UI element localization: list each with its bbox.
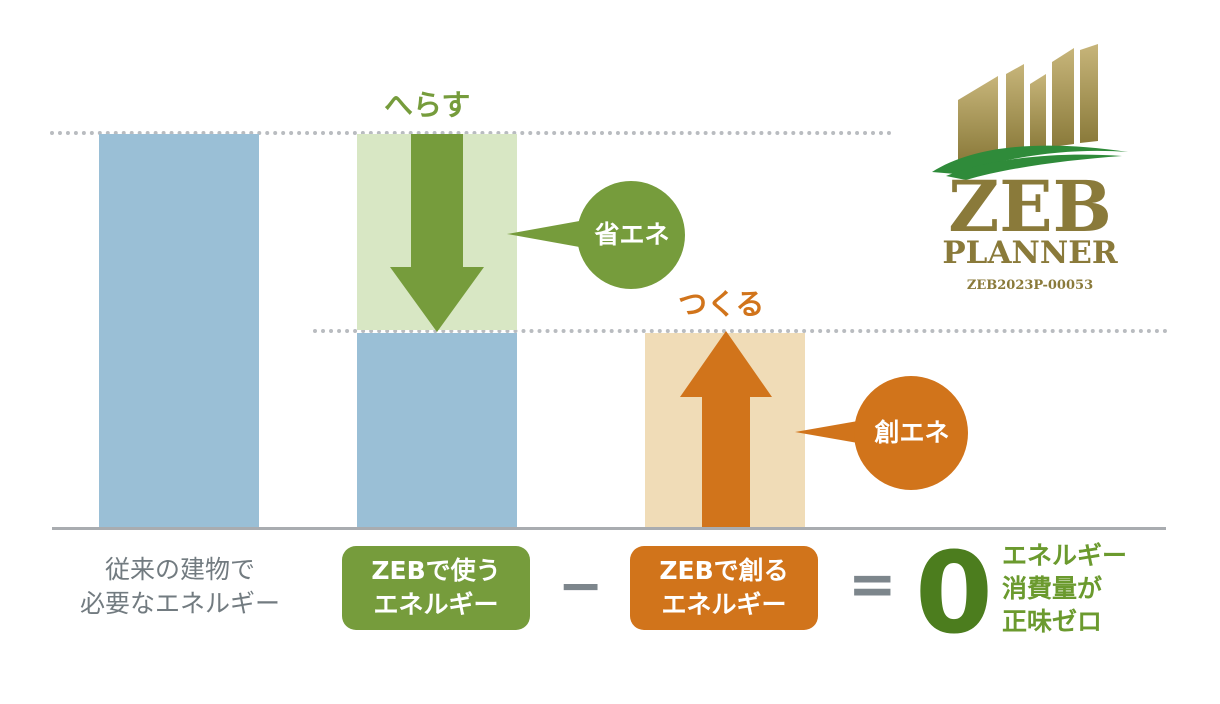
conventional-energy-caption: 従来の建物で 必要なエネルギー bbox=[52, 553, 308, 621]
zeb-planner-logo: ZEB PLANNER ZEB2023P-00053 bbox=[926, 44, 1134, 304]
equals-operator: = bbox=[848, 550, 897, 618]
zeb-use-energy-badge: ZEBで使う エネルギー bbox=[342, 546, 530, 630]
energy-creation-label: 創エネ bbox=[874, 418, 950, 447]
badge-line: エネルギー bbox=[373, 590, 499, 619]
result-line: 消費量が bbox=[1002, 574, 1103, 603]
caption-line: 従来の建物で bbox=[104, 555, 255, 584]
zeb-create-energy-badge: ZEBで創る エネルギー bbox=[630, 546, 818, 630]
conventional-energy-bar bbox=[99, 134, 259, 527]
logo-zeb-text: ZEB bbox=[948, 165, 1112, 248]
zeb-use-energy-bar bbox=[357, 333, 517, 527]
top-reference-line bbox=[50, 131, 892, 135]
arrow-up-icon bbox=[680, 331, 772, 527]
minus-operator: − bbox=[558, 554, 604, 617]
energy-creation-bubble bbox=[795, 376, 968, 490]
caption-line: 必要なエネルギー bbox=[79, 589, 280, 618]
badge-line: ZEBで創る bbox=[659, 556, 789, 585]
energy-saving-bubble bbox=[507, 181, 685, 289]
arrow-down-icon bbox=[390, 134, 484, 332]
net-zero-value: 0 bbox=[915, 529, 993, 659]
badge-line: エネルギー bbox=[661, 590, 787, 619]
logo-planner-text: PLANNER bbox=[942, 235, 1118, 271]
axis-baseline bbox=[52, 527, 1166, 530]
logo-registration-number: ZEB2023P-00053 bbox=[966, 278, 1094, 293]
net-zero-caption: エネルギー 消費量が 正味ゼロ bbox=[1002, 539, 1127, 638]
energy-saving-label: 省エネ bbox=[594, 220, 670, 249]
badge-line: ZEBで使う bbox=[371, 556, 501, 585]
create-label: つくる bbox=[678, 287, 765, 321]
mid-reference-line bbox=[313, 329, 1168, 333]
result-line: エネルギー bbox=[1002, 541, 1128, 570]
result-line: 正味ゼロ bbox=[1002, 607, 1103, 636]
buildings-icon bbox=[932, 44, 1128, 180]
reduce-label: へらす bbox=[384, 88, 471, 122]
